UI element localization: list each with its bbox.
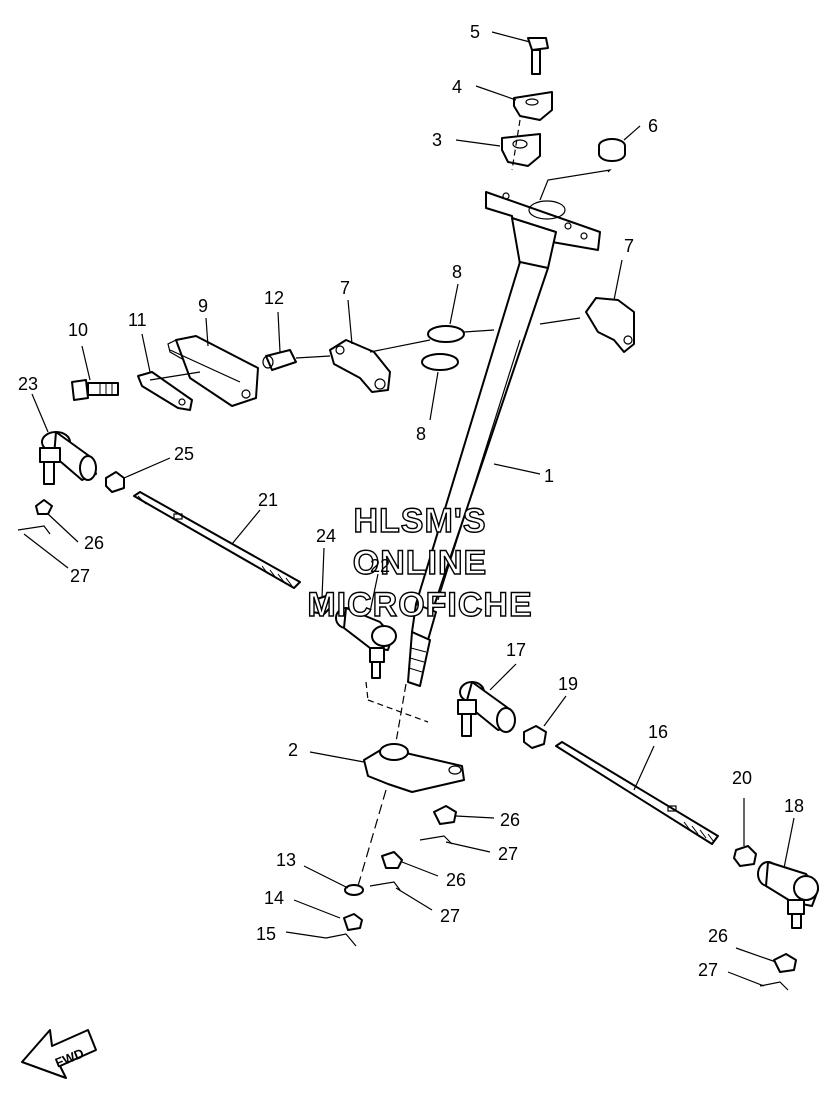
callout-7-right: 7 bbox=[624, 236, 634, 256]
callout-17: 17 bbox=[506, 640, 526, 660]
callout-8-upper: 8 bbox=[452, 262, 462, 282]
callout-19: 19 bbox=[558, 674, 578, 694]
part-bolt-5 bbox=[527, 37, 549, 75]
callout-10: 10 bbox=[68, 320, 88, 340]
part-holder-3 bbox=[501, 133, 541, 167]
part-collar-12 bbox=[262, 349, 297, 371]
part-bushing-7-left bbox=[329, 339, 391, 393]
callout-21: 21 bbox=[258, 490, 278, 510]
callout-26-lower: 26 bbox=[446, 870, 466, 890]
part-washer-13 bbox=[344, 884, 364, 896]
part-nut-19 bbox=[523, 725, 547, 749]
part-cotter-pin-15 bbox=[325, 933, 357, 947]
callout-7-left: 7 bbox=[340, 278, 350, 298]
part-bolt-10 bbox=[71, 379, 119, 401]
part-cotter-pin-27-lower bbox=[369, 881, 401, 891]
part-circlip-8-upper bbox=[427, 325, 465, 343]
callout-16: 16 bbox=[648, 722, 668, 742]
callout-13: 13 bbox=[276, 850, 296, 870]
part-tie-rod-end-22 bbox=[335, 607, 397, 679]
part-nut-26-right bbox=[773, 953, 797, 973]
callout-26-left: 26 bbox=[84, 533, 104, 553]
part-nut-14 bbox=[343, 913, 363, 931]
callout-26-center: 26 bbox=[500, 810, 520, 830]
callout-14: 14 bbox=[264, 888, 284, 908]
callout-27-center: 27 bbox=[498, 844, 518, 864]
callout-22: 22 bbox=[370, 556, 390, 576]
watermark-line3: MICROFICHE bbox=[307, 586, 532, 624]
part-holder-4 bbox=[513, 91, 553, 121]
callout-20: 20 bbox=[732, 768, 752, 788]
part-nut-26-lower bbox=[381, 851, 403, 869]
leader-lines bbox=[23, 31, 795, 987]
watermark-line2: ONLINE bbox=[353, 544, 487, 582]
callout-5: 5 bbox=[470, 22, 480, 42]
callout-15: 15 bbox=[256, 924, 276, 944]
callout-6: 6 bbox=[648, 116, 658, 136]
part-cotter-pin-27-right bbox=[759, 981, 789, 991]
part-cotter-pin-27-center bbox=[419, 835, 453, 845]
callout-8-lower: 8 bbox=[416, 424, 426, 444]
part-lock-washer-11 bbox=[137, 371, 193, 411]
part-pitman-arm bbox=[363, 743, 465, 793]
callout-24: 24 bbox=[316, 526, 336, 546]
callout-18: 18 bbox=[784, 796, 804, 816]
part-bushing-7-right bbox=[585, 297, 635, 353]
part-tie-rod-end-23 bbox=[39, 431, 97, 485]
part-nut-26-left bbox=[35, 499, 53, 515]
part-nut-26-center bbox=[433, 805, 457, 825]
watermark-line1: HLSM'S bbox=[353, 502, 486, 540]
part-tie-rod-21 bbox=[133, 491, 301, 589]
callout-2: 2 bbox=[288, 740, 298, 760]
callout-4: 4 bbox=[452, 77, 462, 97]
part-tie-rod-end-17 bbox=[457, 681, 516, 737]
callout-11: 11 bbox=[128, 310, 147, 330]
fwd-arrow: FWD bbox=[21, 1029, 97, 1079]
part-steering-column bbox=[407, 191, 601, 687]
callout-3: 3 bbox=[432, 130, 442, 150]
part-circlip-8-lower bbox=[421, 353, 459, 371]
part-nut-24 bbox=[311, 595, 333, 615]
callout-1: 1 bbox=[544, 466, 554, 486]
callout-25: 25 bbox=[174, 444, 194, 464]
callout-23: 23 bbox=[18, 374, 38, 394]
watermark: HLSM'S ONLINE MICROFICHE bbox=[307, 501, 533, 624]
part-cotter-pin-27-left bbox=[17, 525, 51, 535]
callout-27-lower: 27 bbox=[440, 906, 460, 926]
callout-numbers: 5 4 3 6 7 8 7 9 12 11 10 23 8 25 1 21 26… bbox=[18, 22, 804, 980]
part-tie-rod-end-18 bbox=[757, 861, 819, 929]
part-nut-25 bbox=[105, 471, 125, 493]
part-tie-rod-16 bbox=[555, 741, 719, 845]
part-nut-20 bbox=[733, 845, 757, 867]
callout-12: 12 bbox=[264, 288, 284, 308]
callout-9: 9 bbox=[198, 296, 208, 316]
callout-26-right: 26 bbox=[708, 926, 728, 946]
callout-27-left: 27 bbox=[70, 566, 90, 586]
part-bracket-9 bbox=[167, 335, 259, 407]
part-cap-6 bbox=[598, 138, 626, 162]
callout-27-right: 27 bbox=[698, 960, 718, 980]
